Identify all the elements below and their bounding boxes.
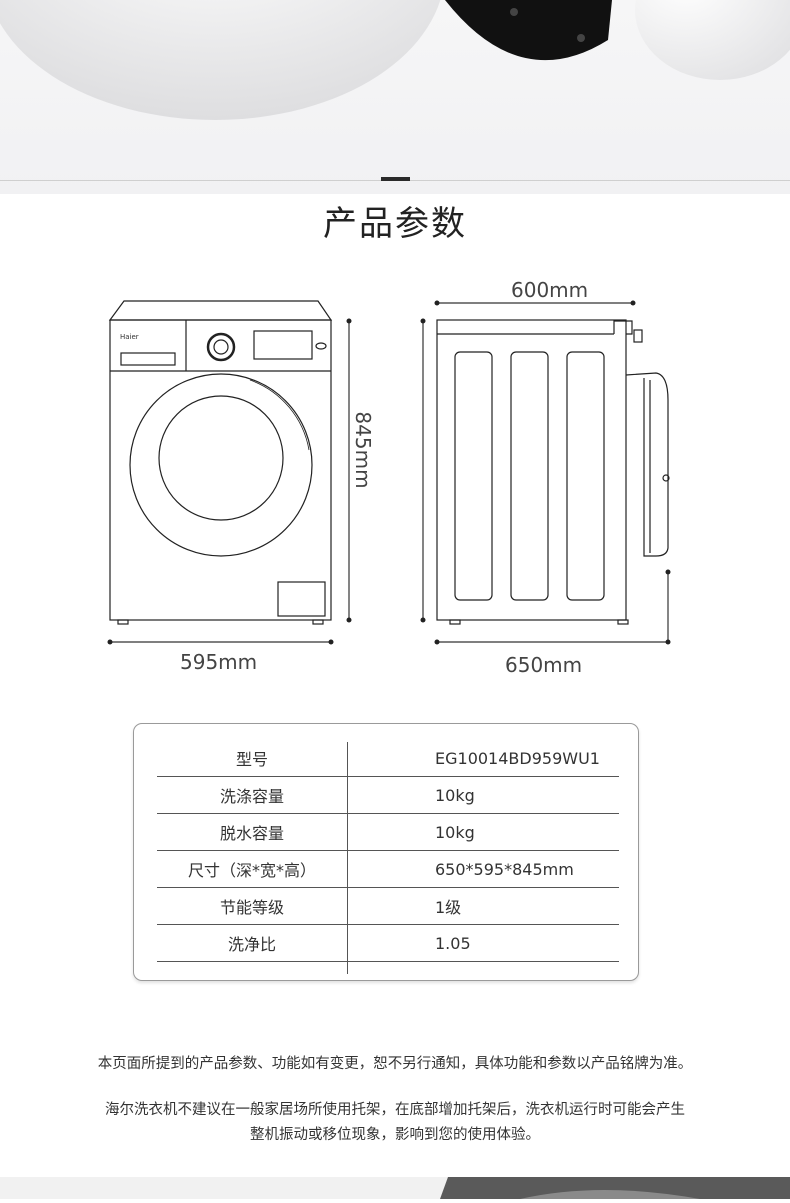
dimension-lines bbox=[110, 302, 669, 643]
next-section-graphic bbox=[440, 1177, 790, 1199]
dimension-top-depth: 600mm bbox=[511, 278, 589, 302]
spec-table-card: 型号 EG10014BD959WU1 洗涤容量 10kg 脱水容量 10kg 尺寸（深*宽*… bbox=[133, 723, 639, 981]
spec-label: 尺寸（深*宽*高） bbox=[187, 861, 316, 880]
side-view-machine bbox=[436, 319, 670, 625]
section-accent-bar bbox=[381, 177, 410, 181]
warning-note-line2: 整机振动或移位现象，影响到您的使用体验。 bbox=[250, 1127, 540, 1143]
spec-label: 洗净比 bbox=[227, 935, 276, 954]
hero-left-shape bbox=[0, 0, 441, 120]
spec-row: 尺寸（深*宽*高） 650*595*845mm bbox=[157, 851, 619, 888]
spec-value: 650*595*845mm bbox=[435, 859, 574, 879]
spec-row: 型号 EG10014BD959WU1 bbox=[157, 740, 619, 777]
spec-column-divider bbox=[347, 742, 348, 974]
spec-row: 洗净比 1.05 bbox=[157, 925, 619, 962]
hero-product-image bbox=[0, 0, 790, 194]
dimension-bottom-depth: 650mm bbox=[505, 653, 583, 677]
spec-label: 洗涤容量 bbox=[219, 787, 284, 806]
spec-row: 洗涤容量 10kg bbox=[157, 777, 619, 814]
hero-drum-screw bbox=[577, 34, 585, 42]
spec-value: 1.05 bbox=[435, 933, 471, 953]
spec-row: 节能等级 1级 bbox=[157, 888, 619, 925]
spec-value: 10kg bbox=[435, 785, 475, 805]
spec-row-empty bbox=[157, 962, 619, 984]
spec-label: 节能等级 bbox=[219, 898, 284, 917]
dimension-height: 845mm bbox=[351, 411, 375, 489]
spec-table: 型号 EG10014BD959WU1 洗涤容量 10kg 脱水容量 10kg 尺寸（深*宽*… bbox=[157, 740, 619, 984]
section-title: 产品参数 bbox=[323, 204, 467, 244]
hero-drum-door bbox=[445, 0, 612, 61]
spec-value: EG10014BD959WU1 bbox=[435, 748, 600, 768]
next-section-image bbox=[0, 1177, 790, 1199]
dimension-diagram: Haier bbox=[107, 300, 671, 645]
spec-label: 脱水容量 bbox=[219, 824, 284, 843]
spec-value: 10kg bbox=[435, 822, 475, 842]
spec-row: 脱水容量 10kg bbox=[157, 814, 619, 851]
brand-logo-text: Haier bbox=[120, 333, 139, 341]
hero-drum-screw bbox=[510, 8, 518, 16]
hero-right-shape bbox=[635, 0, 790, 80]
dimension-front-width: 595mm bbox=[180, 650, 258, 674]
spec-label: 型号 bbox=[235, 750, 268, 769]
disclaimer-note: 本页面所提到的产品参数、功能如有变更，恕不另行通知，具体功能和参数以产品铭牌为准… bbox=[97, 1056, 693, 1072]
warning-note-line1: 海尔洗衣机不建议在一般家居场所使用托架，在底部增加托架后，洗衣机运行时可能会产生 bbox=[105, 1102, 685, 1118]
hero-drum-graphic bbox=[0, 0, 790, 120]
front-view-machine bbox=[108, 300, 333, 625]
spec-value: 1级 bbox=[435, 898, 462, 917]
